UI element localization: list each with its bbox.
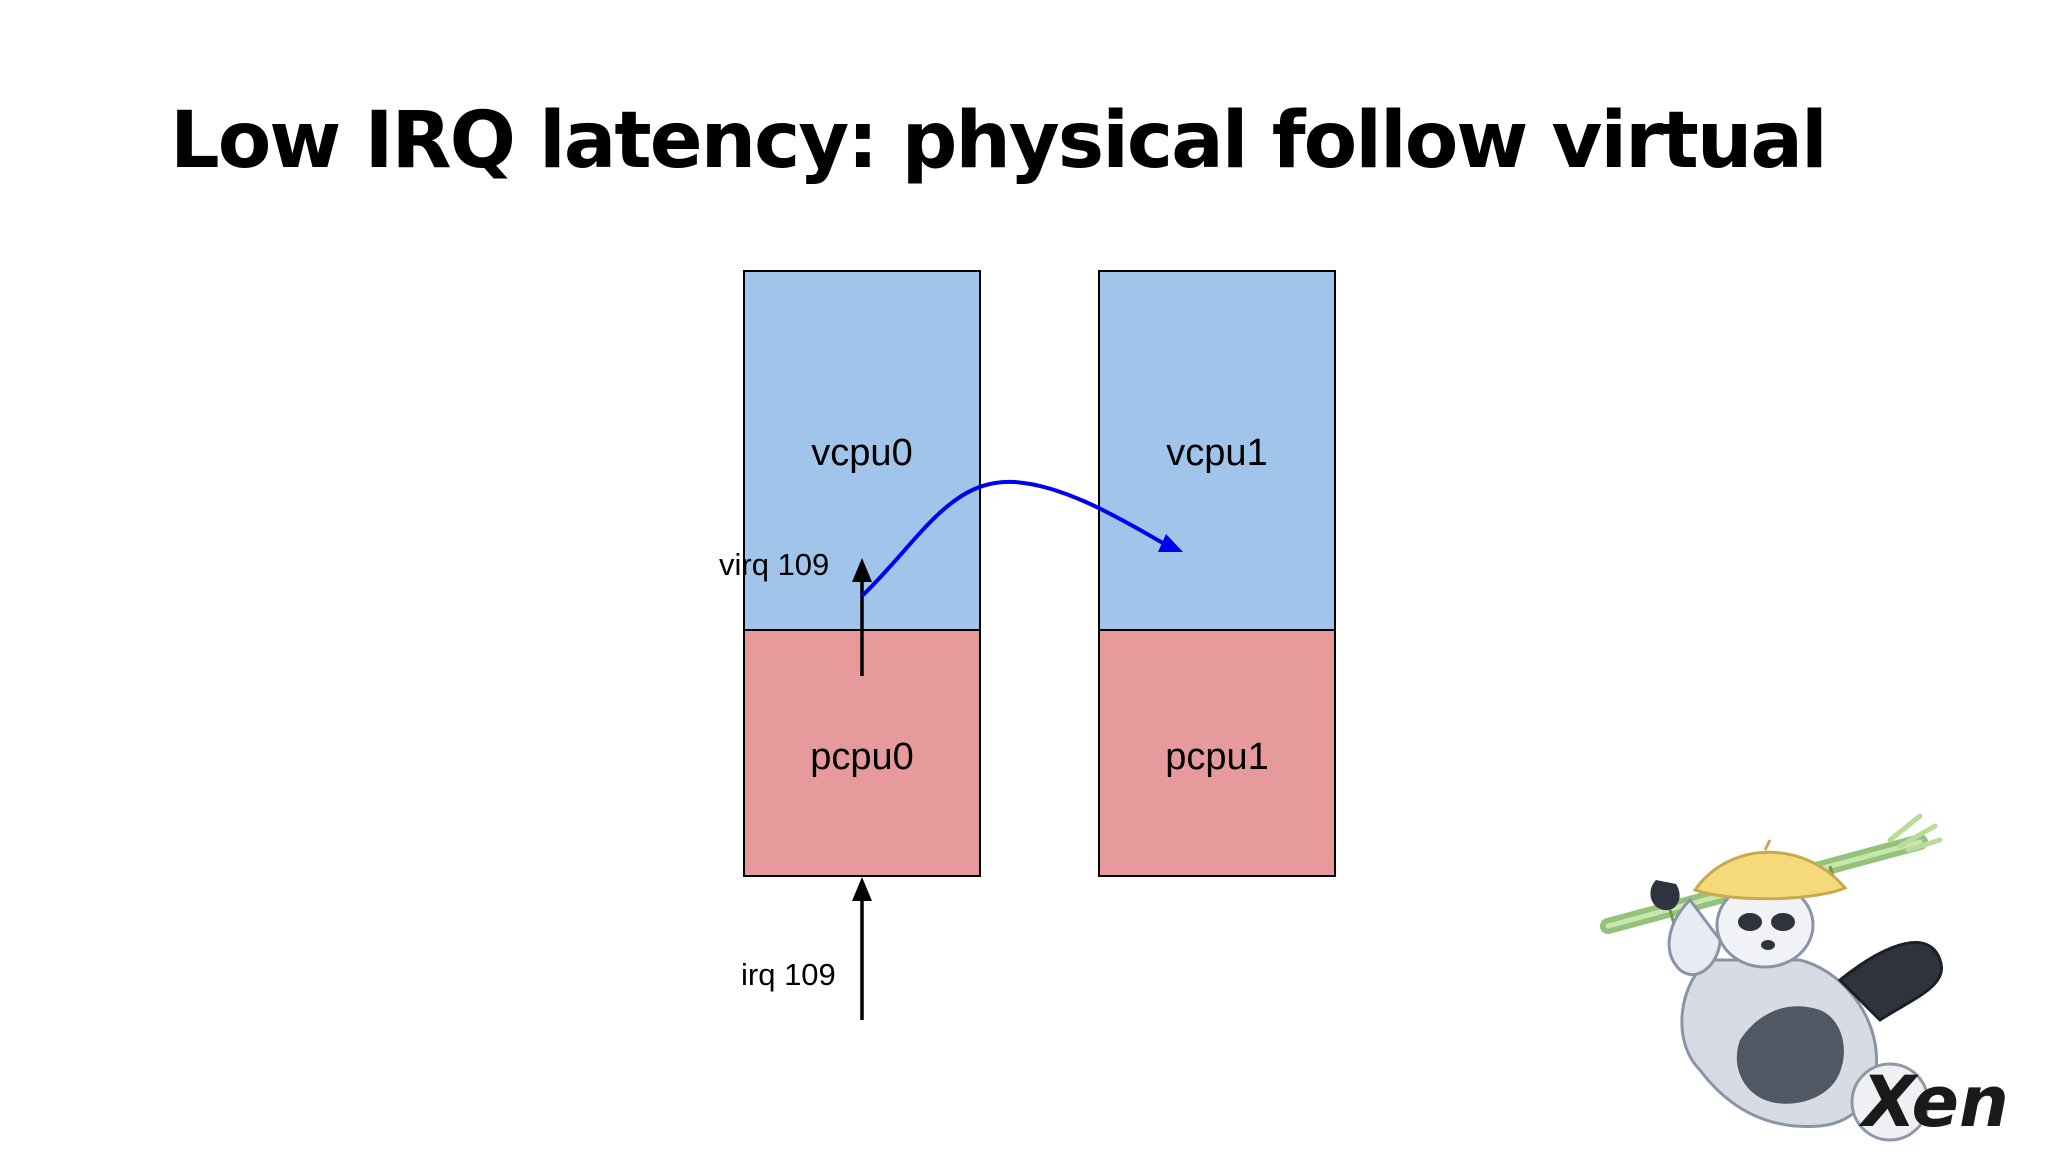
virq-arrowhead — [852, 558, 872, 582]
vcpu1-label: vcpu1 — [1166, 432, 1267, 474]
virq-label: virq 109 — [719, 547, 829, 582]
migration-arrowhead — [1158, 534, 1183, 552]
svg-text:Xen: Xen — [1858, 1061, 2009, 1143]
migration-arrow — [860, 479, 1170, 598]
irq-label: irq 109 — [741, 957, 836, 992]
vcpu0-label: vcpu0 — [811, 432, 912, 474]
vcpu1-box — [1098, 270, 1336, 631]
pcpu0-label: pcpu0 — [810, 736, 914, 778]
irq-arrowhead — [852, 877, 872, 901]
pcpu1-label: pcpu1 — [1165, 736, 1269, 778]
xen-wordmark: Xen — [1850, 1061, 2009, 1143]
panda-mascot-icon — [1650, 839, 1944, 1128]
slide-title: Low IRQ latency: physical follow virtual — [170, 96, 1828, 186]
xen-logo: Xen — [1600, 813, 2009, 1143]
pcpu1-box — [1098, 629, 1336, 877]
